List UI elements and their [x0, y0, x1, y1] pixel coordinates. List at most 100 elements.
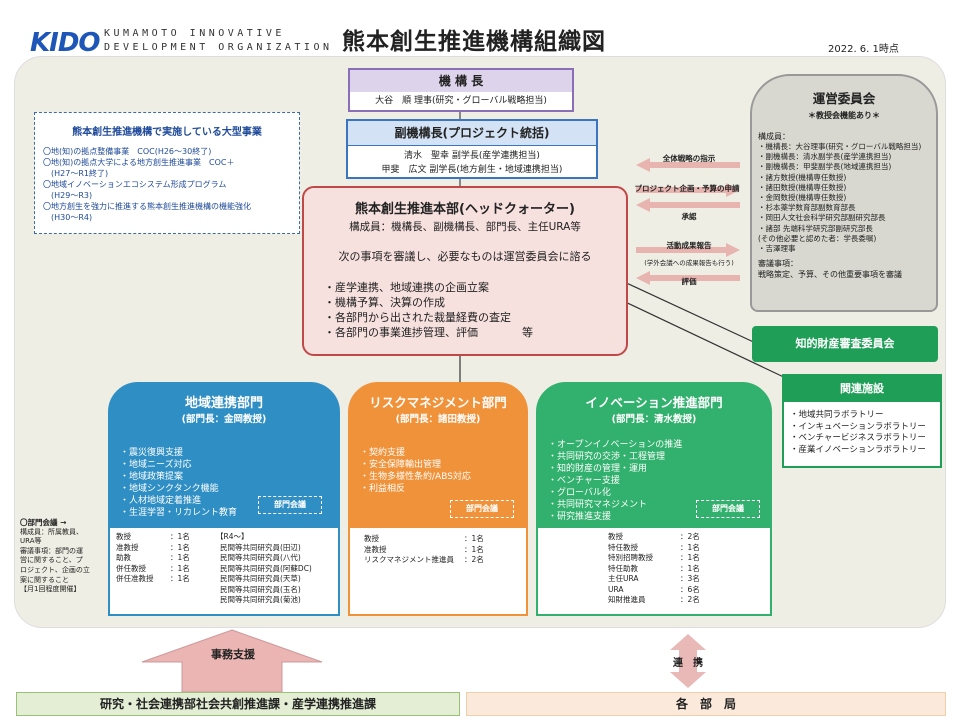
list-item: ・各部門から出された裁量経費の査定	[324, 311, 511, 324]
staff-row: 特任助教：1名	[608, 563, 700, 573]
list-item: ・諸田数授(機構専任数授)	[758, 182, 847, 192]
list-item: 民間等共同研究員(阿蘇DC)	[220, 563, 312, 573]
list-item: (その他必要と認めた者：学長委嘱)	[758, 233, 877, 243]
kikoucho-box: 機 構 長 大谷 順 理事(研究・グローバル戦略担当)	[348, 68, 574, 112]
list-item: ロジェクト、企画の立	[20, 565, 90, 574]
staff-row: 特別招聘教授：1名	[608, 553, 700, 562]
kanren-box: 関連施設 ・地域共同ラボラトリー ・インキュベーションラボラトリー ・ベンチャー…	[782, 374, 942, 468]
r4-title: 【R4〜】	[216, 532, 249, 541]
list-item: 民間等共同研究員(田辺)	[220, 542, 301, 552]
unei-box: 運営委員会 ＊教授会機能あり＊ 構成員： ・機構長：大谷理事(研究・グローバル戦…	[750, 74, 938, 312]
dept-title: リスクマネジメント部門	[369, 395, 507, 410]
arrow-label-2: プロジェクト企画・予算の申請	[634, 184, 740, 193]
honbu-duty: 次の事項を審議し、必要なものは運営委員会に諮る	[338, 250, 592, 263]
list-item: ・生涯学習・リカレント教育	[120, 508, 238, 518]
list-item: ・地域シンクタンク機能	[120, 484, 219, 494]
dept-risk-staff: 教授：1名 准教授：1名 リスクマネジメント推進員：2名	[348, 528, 528, 616]
unei-subject-label: 審議事項：	[758, 259, 798, 269]
honbu-box: 熊本創生推進本部(ヘッドクォーター) 構成員：機構長、副機構長、部門長、主任UR…	[302, 186, 628, 356]
kikoucho-title: 機 構 長	[350, 70, 572, 92]
dept-innovation: イノベーション推進部門 (部門長：清水教授) ・オープンイノベーションの推進 ・…	[536, 382, 772, 528]
dept-kaigi: 部門会議	[258, 496, 322, 514]
kanren-list: ・地域共同ラボラトリー ・インキュベーションラボラトリー ・ベンチャービジネスラ…	[790, 410, 940, 456]
bukyoku-bar: 各 部 局	[466, 692, 946, 716]
list-item: 民間等共同研究員(天草)	[220, 574, 301, 583]
list-item: ・共同研究の交渉・工程管理	[548, 452, 666, 462]
list-item: ・生物多様性条約/ABS対応	[360, 472, 471, 482]
unei-members: ・機構長：大谷理事(研究・グローバル戦略担当) ・副機構長：清水副学長(産学連携…	[758, 142, 936, 254]
jimu-label: 事務支援	[211, 648, 255, 661]
unei-subjects: 戦略策定、予算、その他重要事項を審議	[758, 270, 902, 280]
honbu-list: ・産学連携、地域連携の企画立案 ・機構予算、決算の作成 ・各部門から出された裁量…	[324, 280, 626, 340]
list-item: 民間等共同研究員(八代)	[220, 553, 301, 562]
list-item: 【月1回程度開催】	[20, 585, 81, 594]
dept-list: ・契約支援 ・安全保障輸出管理 ・生物多様性条約/ABS対応 ・利益相反	[360, 447, 526, 495]
list-item: ・諸方数授(機構専任数授)	[758, 172, 847, 182]
honbu-title: 熊本創生推進本部(ヘッドクォーター)	[355, 202, 575, 217]
list-item: ・グローバル化	[548, 488, 611, 498]
unei-note: ＊教授会機能あり＊	[808, 111, 880, 120]
dept-head: (部門長：金岡教授)	[181, 414, 267, 425]
staff-row: 主任URA：3名	[608, 574, 700, 583]
list-item: ・契約支援	[360, 448, 406, 458]
list-item: ・杉本薬学数育部副数育部長	[758, 203, 856, 213]
dept-risk: リスクマネジメント部門 (部門長：諸田教授) ・契約支援 ・安全保障輸出管理 ・…	[348, 382, 528, 528]
dept-list: ・オープンイノベーションの推進 ・共同研究の交渉・工程管理 ・知的財産の管理・運…	[548, 439, 770, 523]
arrow-label-5: (学外会議への成果報告も行う)	[644, 259, 734, 267]
logo-line2: DEVELOPMENT ORGANIZATION	[104, 42, 333, 53]
large-projects-title: 熊本創生推進機構で実施している大型事業	[72, 127, 262, 138]
list-item: ・研究推進支援	[548, 512, 612, 522]
staff-row: URA：6名	[608, 584, 700, 594]
fukukikoucho-title: 副機構長(プロジェクト統括)	[348, 121, 596, 146]
renkei-label: 連 携	[673, 658, 703, 669]
list-item: ・ベンチャービジネスラボラトリー	[790, 433, 926, 443]
chizai-title: 知的財産審査委員会	[795, 337, 895, 350]
list-item: ・産業イノベーションラボラトリー	[790, 444, 926, 455]
fukukikoucho-member-1: 清水 聖幸 副学長(産学連携担当)	[404, 151, 540, 161]
list-item: (H27〜R1終了)	[43, 169, 109, 178]
dept-head: (部門長：清水教授)	[611, 414, 697, 425]
list-item: 民間等共同研究員(菊池)	[220, 595, 301, 604]
list-item: 構成員：所属教員、	[20, 527, 83, 536]
arrow-label-3: 承認	[681, 212, 697, 221]
list-item: ・吉澤理事	[758, 244, 796, 254]
dept-title: 地域連携部門	[184, 396, 263, 411]
list-item: 〇地域イノベーションエコシステム形成プログラム	[43, 180, 227, 189]
dept-kaigi: 部門会議	[696, 500, 760, 518]
arrow-label-4: 活動成果報告	[666, 241, 712, 250]
staff-row: 知財推進員：2名	[608, 595, 700, 604]
list-item: ・金岡数授(機構専任数授)	[758, 193, 847, 203]
staff-row: 准教授：1名	[364, 544, 484, 554]
staff-row: 助教：1名	[116, 553, 190, 562]
arrow-label-1: 全体戦略の指示	[662, 154, 716, 163]
list-item: ・地域政策提案	[120, 472, 184, 482]
list-item: ・岡田人文社会科学研究部副研究部長	[758, 213, 886, 223]
list-item: 営に関すること、プ	[20, 556, 83, 565]
list-item: ・知的財産の管理・運用	[548, 464, 648, 474]
list-item: 〇地方創生を強力に推進する熊本創生推進機構の機能強化	[43, 202, 251, 211]
list-item: 〇地(知)の拠点大学による地方創生推進事業 COC＋	[43, 158, 235, 167]
staff-row: 准教授：1名	[116, 542, 190, 552]
list-item: ・共同研究マネジメント	[548, 500, 648, 510]
list-item: URA等	[20, 537, 42, 546]
chizai-box: 知的財産審査委員会	[752, 326, 938, 362]
list-item: ・産学連携、地域連携の企画立案	[324, 281, 489, 294]
dept-title: イノベーション推進部門	[585, 395, 723, 410]
list-item: ・機構予算、決算の作成	[324, 296, 445, 309]
unei-label: 構成員：	[758, 132, 790, 141]
list-item: ・安全保障輸出管理	[360, 460, 442, 470]
large-projects-list: 〇地(知)の拠点整備事業 COC(H26〜30終了) 〇地(知)の拠点大学による…	[43, 146, 299, 223]
list-item: 案に関すること	[20, 575, 69, 584]
bukaigi-title: 〇部門会議 →	[20, 518, 67, 527]
staff-row: リスクマネジメント推進員：2名	[364, 555, 484, 564]
logo-line1: KUMAMOTO INNOVATIVE	[104, 28, 285, 39]
dept-chiiki-staff: 教授：1名 准教授：1名 助教：1名 併任教授：1名 併任准教授：1名 【R4〜…	[108, 528, 340, 616]
kanren-title: 関連施設	[784, 376, 940, 402]
dept-kaigi: 部門会議	[450, 500, 514, 518]
dept-list: ・震災復興支援 ・地域ニーズ対応 ・地域政策提案 ・地域シンクタンク機能 ・人材…	[120, 447, 338, 519]
page-title: 熊本創生推進機構組織図	[342, 29, 606, 55]
list-item: (H30〜R4)	[43, 213, 93, 222]
date-label: 2022. 6. 1時点	[828, 44, 899, 55]
list-item: ・地域共同ラボラトリー	[790, 410, 884, 420]
staff-row: 教授：1名	[116, 532, 190, 541]
